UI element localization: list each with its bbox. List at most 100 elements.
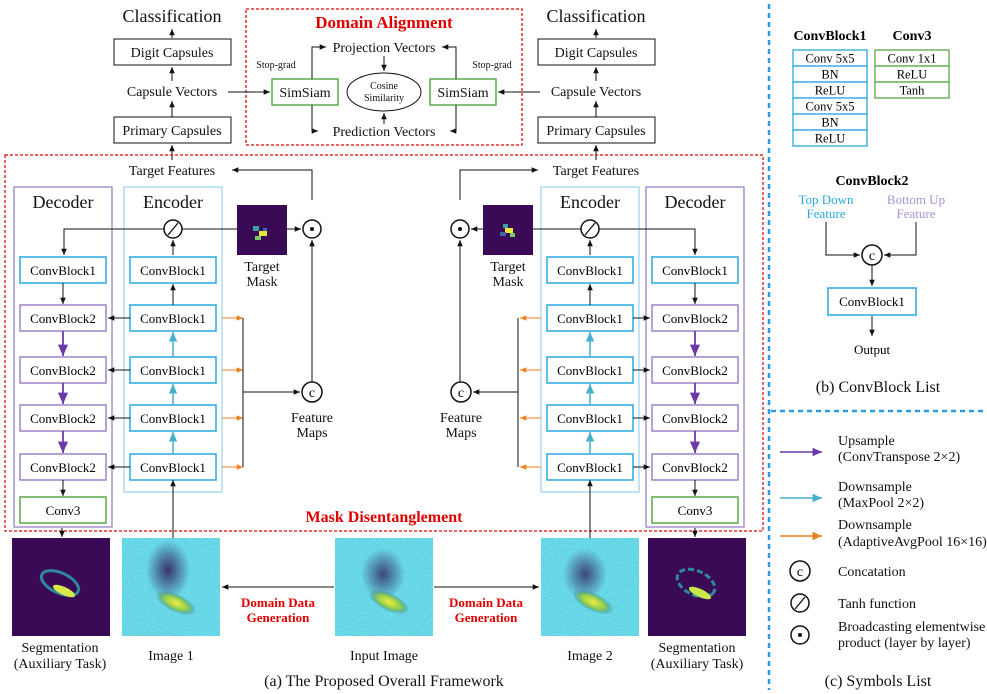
right-decoder-block-label-3: ConvBlock2 xyxy=(662,363,728,378)
upsample-label-2: (ConvTranspose 2×2) xyxy=(838,450,960,465)
top-down-label-1: Top Down xyxy=(798,192,854,207)
cb2-title: ConvBlock2 xyxy=(835,174,908,189)
seg-right-label-2: (Auxiliary Task) xyxy=(651,657,744,672)
cosine-label-2: Similarity xyxy=(364,93,404,104)
right-decoder-block-5 xyxy=(651,453,739,481)
left-target-mask-image xyxy=(237,205,287,255)
left-decoder-block-label-6: Conv3 xyxy=(46,503,81,518)
right-decoder-block-label-6: Conv3 xyxy=(678,503,713,518)
right-capsule-vectors-label: Capsule Vectors xyxy=(551,85,641,100)
mask-disentanglement-border xyxy=(4,154,764,532)
upsample-label-1: Upsample xyxy=(838,434,895,449)
right-decoder-block-label-1: ConvBlock1 xyxy=(662,263,728,278)
right-encoder-block-1 xyxy=(546,256,634,284)
left-encoder-block-label-2: ConvBlock1 xyxy=(140,311,206,326)
caption-b: (b) ConvBlock List xyxy=(816,379,941,396)
left-encoder-block-label-3: ConvBlock1 xyxy=(140,363,206,378)
concat-icon-glyph: c xyxy=(797,565,803,580)
left-encoder-blocks: ConvBlock1ConvBlock1ConvBlock1ConvBlock1… xyxy=(108,256,217,481)
right-encoder-blocks: ConvBlock1ConvBlock1ConvBlock1ConvBlock1… xyxy=(546,256,650,481)
cb2-concat-glyph: c xyxy=(869,249,875,264)
avgpool-label-1: Downsample xyxy=(838,518,912,533)
left-decoder-title: Decoder xyxy=(33,192,94,212)
left-encoder-block-2 xyxy=(129,304,217,332)
right-digit-capsules-label: Digit Capsules xyxy=(555,46,638,61)
cosine-label-1: Cosine xyxy=(370,81,398,92)
cb2-output-label: Output xyxy=(854,342,891,357)
right-decoder-block-3 xyxy=(651,356,739,384)
left-decoder-block-6 xyxy=(19,496,107,524)
right-decoder-block-6 xyxy=(651,496,739,524)
left-concat-glyph: c xyxy=(309,386,315,401)
left-decoder-block-4 xyxy=(19,404,107,432)
domain-alignment-border xyxy=(245,8,523,146)
right-classification-label: Classification xyxy=(547,6,646,26)
left-decoder-block-label-5: ConvBlock2 xyxy=(30,460,96,475)
left-primary-capsules-label: Primary Capsules xyxy=(122,124,221,139)
right-decoder-blocks: ConvBlock1ConvBlock2ConvBlock2ConvBlock2… xyxy=(651,256,739,524)
left-decoder-block-label-4: ConvBlock2 xyxy=(30,411,96,426)
right-encoder-block-4 xyxy=(546,404,634,432)
cosine-similarity-node xyxy=(346,72,422,112)
left-capsule-vectors-label: Capsule Vectors xyxy=(127,85,217,100)
right-feature-maps-label-1: Feature xyxy=(440,411,482,426)
left-encoder-block-label-1: ConvBlock1 xyxy=(140,263,206,278)
stop-grad-right: Stop-grad xyxy=(472,60,511,71)
image1-label: Image 1 xyxy=(148,649,193,664)
left-decoder-frame xyxy=(13,186,113,528)
left-classification-label: Classification xyxy=(123,6,222,26)
cb1-item-label-4: Conv 5x5 xyxy=(806,100,855,114)
broadcast-label-1: Broadcasting elementwise xyxy=(838,620,985,635)
left-encoder-block-label-4: ConvBlock1 xyxy=(140,411,206,426)
left-digit-capsules-label: Digit Capsules xyxy=(131,46,214,61)
right-encoder-block-label-3: ConvBlock1 xyxy=(557,363,623,378)
conv3-item-3 xyxy=(874,81,950,99)
left-feature-maps-label-2: Maps xyxy=(296,426,327,441)
ddg-left-1: Domain Data xyxy=(241,595,316,610)
cb2-block-label: ConvBlock1 xyxy=(839,294,905,309)
cb2-block xyxy=(827,287,917,316)
right-simsiam-label: SimSiam xyxy=(437,86,488,101)
cb1-item-label-5: BN xyxy=(821,116,838,130)
seg-left-label-1: Segmentation xyxy=(22,641,99,656)
left-network: Target Features Decoder Encoder ConvBloc… xyxy=(13,164,333,528)
cb1-item-label-1: Conv 5x5 xyxy=(806,52,855,66)
cb1-item-label-3: ReLU xyxy=(815,84,846,98)
tanh-label: Tanh function xyxy=(838,597,916,612)
maxpool-label-2: (MaxPool 2×2) xyxy=(838,496,924,511)
right-concat-node xyxy=(450,381,472,403)
right-decoder-block-label-4: ConvBlock2 xyxy=(662,411,728,426)
right-primary-capsules-label: Primary Capsules xyxy=(546,124,645,139)
ddg-left-2: Generation xyxy=(247,610,311,625)
left-target-mask-label-2: Mask xyxy=(246,275,277,290)
seg-right-label-1: Segmentation xyxy=(659,641,736,656)
left-encoder-block-3 xyxy=(129,356,217,384)
right-encoder-title: Encoder xyxy=(560,192,620,212)
left-encoder-title: Encoder xyxy=(143,192,203,212)
maxpool-label-1: Downsample xyxy=(838,480,912,495)
cb2-concat-node xyxy=(861,244,883,266)
right-primary-capsules xyxy=(537,116,656,144)
right-encoder-block-label-1: ConvBlock1 xyxy=(557,263,623,278)
right-feature-maps-label-2: Maps xyxy=(445,426,476,441)
conv3-item-label-3: Tanh xyxy=(900,84,926,98)
left-digit-capsules xyxy=(113,38,232,66)
broadcast-label-2: product (layer by layer) xyxy=(838,636,971,651)
right-encoder-block-label-4: ConvBlock1 xyxy=(557,411,623,426)
right-encoder-block-2 xyxy=(546,304,634,332)
right-digit-capsules xyxy=(537,38,656,66)
concat-label: Concatation xyxy=(838,565,906,580)
conv3-item-label-1: Conv 1x1 xyxy=(888,52,937,66)
caption-c: (c) Symbols List xyxy=(825,673,932,690)
cb1-item-label-2: BN xyxy=(821,68,838,82)
left-target-features-label: Target Features xyxy=(129,164,215,179)
right-decoder-title: Decoder xyxy=(665,192,726,212)
bottom-images: Domain Data Generation Domain Data Gener… xyxy=(12,480,746,690)
right-decoder-block-label-5: ConvBlock2 xyxy=(662,460,728,475)
right-decoder-block-2 xyxy=(651,304,739,332)
right-simsiam xyxy=(429,78,497,106)
left-capsule-stack: Classification Digit Capsules Capsule Ve… xyxy=(113,6,232,160)
right-concat-glyph: c xyxy=(458,386,464,401)
